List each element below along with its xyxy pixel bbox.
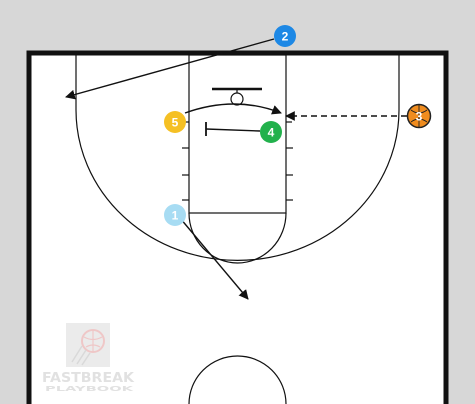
player-3-label: 3 (416, 110, 423, 124)
cut-arrow-player-5 (184, 103, 282, 115)
cut-arrow-player-2 (65, 38, 275, 100)
logo-speed-lines (71, 345, 91, 366)
player-3[interactable]: 3 (406, 103, 432, 129)
player-5-marker (164, 111, 186, 133)
logo-ball-lines (83, 330, 103, 352)
players: 2 5 4 1 3 (164, 25, 432, 226)
center-circle (188, 355, 287, 404)
free-throw-lane (188, 54, 287, 214)
player-4-marker (260, 121, 282, 143)
player-5-label: 5 (172, 116, 179, 130)
player-1[interactable]: 1 (164, 204, 186, 226)
three-point-line (75, 55, 400, 262)
player-1-marker (164, 204, 186, 226)
logo-brand-top: FASTBREAK (42, 371, 135, 386)
player-2-label: 2 (282, 30, 289, 44)
fastbreak-playbook-logo: FASTBREAK PLAYBOOK (42, 323, 135, 393)
cut-arrow-player-1 (179, 217, 249, 300)
basketball-seams-icon (410, 105, 428, 127)
player-4[interactable]: 4 (260, 121, 282, 143)
player-2[interactable]: 2 (274, 25, 296, 47)
player-2-marker (274, 25, 296, 47)
logo-brand-bottom: PLAYBOOK (45, 385, 134, 393)
player-4-label: 4 (268, 126, 275, 140)
rim (230, 92, 244, 106)
player-5[interactable]: 5 (164, 111, 186, 133)
screen-line-player-4 (205, 128, 261, 132)
play-actions (65, 38, 407, 300)
player-1-label: 1 (172, 209, 179, 223)
